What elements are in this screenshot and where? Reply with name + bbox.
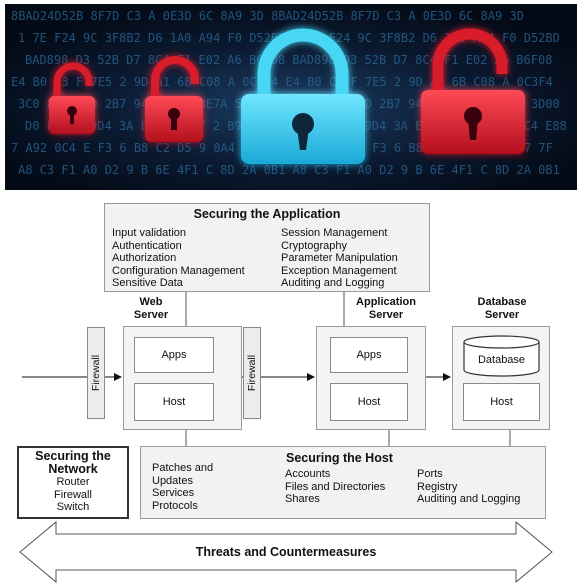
list-item: Protocols [152, 499, 198, 512]
list-item: Parameter Manipulation [281, 252, 398, 265]
list-item: Ports [417, 468, 443, 480]
securing-application-title: Securing the Application [193, 207, 341, 221]
firewall-2: Firewall [243, 327, 261, 419]
securing-network-title: Securing the Network [19, 450, 127, 476]
list-item: Auditing and Logging [417, 493, 521, 506]
firewall-2-label: Firewall [246, 354, 258, 392]
application-server-label-line2: Server [368, 309, 404, 321]
list-item: Cryptography [281, 239, 348, 252]
app-left-list: Input validation Authentication Authoriz… [112, 227, 245, 290]
web-server-label-line1: Web [139, 296, 163, 308]
code-rain-text: BAD898 D3 52B D7 8C4 F1 E02 A6 B6F08 BAD… [25, 53, 552, 67]
host-list-2: Accounts Files and Directories Shares [285, 468, 385, 506]
hero-illustration: 8BAD24D52B 8F7D C3 A 0E3D 6C 8A9 3D 8BAD… [5, 4, 577, 190]
firewall-1: Firewall [87, 327, 105, 419]
code-rain-text: A8 C3 F1 A0 D2 9 B 6E 4F1 C 8D 2A 0B1 A8… [18, 163, 560, 177]
web-server: Apps Host [123, 326, 242, 430]
application-server: Apps Host [316, 326, 426, 430]
list-item: Registry [417, 480, 458, 493]
list-item: Input validation [112, 227, 186, 239]
list-item: Firewall [54, 488, 92, 501]
red-lock-icon [421, 28, 525, 154]
red-lock-icon [49, 62, 95, 134]
application-server-label-line1: Application [356, 296, 416, 308]
list-item: Updates [152, 474, 193, 487]
list-item: Sensitive Data [112, 277, 183, 290]
list-item: Switch [56, 501, 90, 514]
app-apps-box: Apps [330, 337, 408, 373]
database-server-label-line1: Database [477, 296, 527, 308]
app-right-list: Session Management Cryptography Paramete… [281, 227, 398, 290]
database-cylinder: Database [463, 335, 540, 377]
list-item: Shares [285, 493, 320, 506]
securing-host-title: Securing the Host [286, 451, 393, 465]
list-item: Exception Management [281, 264, 397, 277]
host-list-1: Patches and Updates Services Protocols [152, 462, 213, 512]
securing-network-panel: Securing the Network Router Firewall Swi… [17, 446, 129, 519]
list-item: Authentication [112, 239, 182, 252]
code-rain-text: 8BAD24D52B 8F7D C3 A 0E3D 6C 8A9 3D 8BAD… [11, 9, 524, 23]
db-host-box: Host [463, 383, 540, 421]
blue-lock-icon [241, 28, 365, 164]
red-lock-icon [145, 56, 203, 142]
web-apps-box: Apps [134, 337, 214, 373]
list-item: Files and Directories [285, 480, 386, 493]
securing-host-panel: Securing the Host Patches and Updates Se… [140, 446, 546, 519]
web-server-label-line2: Server [133, 309, 169, 321]
database-icon [463, 335, 540, 377]
list-item: Patches and [152, 462, 214, 474]
list-item: Session Management [281, 227, 388, 239]
firewall-1-label: Firewall [90, 354, 102, 392]
list-item: Authorization [112, 252, 177, 265]
database-label: Database [477, 354, 526, 366]
hero-image: 8BAD24D52B 8F7D C3 A 0E3D 6C 8A9 3D 8BAD… [5, 4, 577, 190]
list-item: Configuration Management [112, 264, 245, 277]
securing-application-panel: Securing the Application Input validatio… [104, 203, 430, 292]
database-server: Database Host [452, 326, 550, 430]
list-item: Accounts [285, 468, 331, 480]
threats-banner-label: Threats and Countermeasures [195, 545, 377, 559]
code-rain-text: E4 B0 C3 F 7E5 2 9D A1 6B C08 A 0C3F4 E4… [11, 75, 553, 89]
securing-network-title-line2: Network [48, 462, 98, 476]
application-server-label: Application Server [340, 296, 432, 322]
web-server-label: Web Server [126, 296, 176, 322]
web-host-box: Host [134, 383, 214, 421]
database-server-label-line2: Server [484, 309, 520, 321]
app-host-box: Host [330, 383, 408, 421]
database-server-label: Database Server [462, 296, 542, 322]
securing-network-title-line1: Securing the [35, 449, 111, 463]
threats-banner: Threats and Countermeasures [56, 534, 516, 570]
list-item: Auditing and Logging [281, 277, 385, 290]
list-item: Router [56, 476, 90, 488]
host-list-3: Ports Registry Auditing and Logging [417, 468, 520, 506]
list-item: Services [152, 487, 195, 500]
